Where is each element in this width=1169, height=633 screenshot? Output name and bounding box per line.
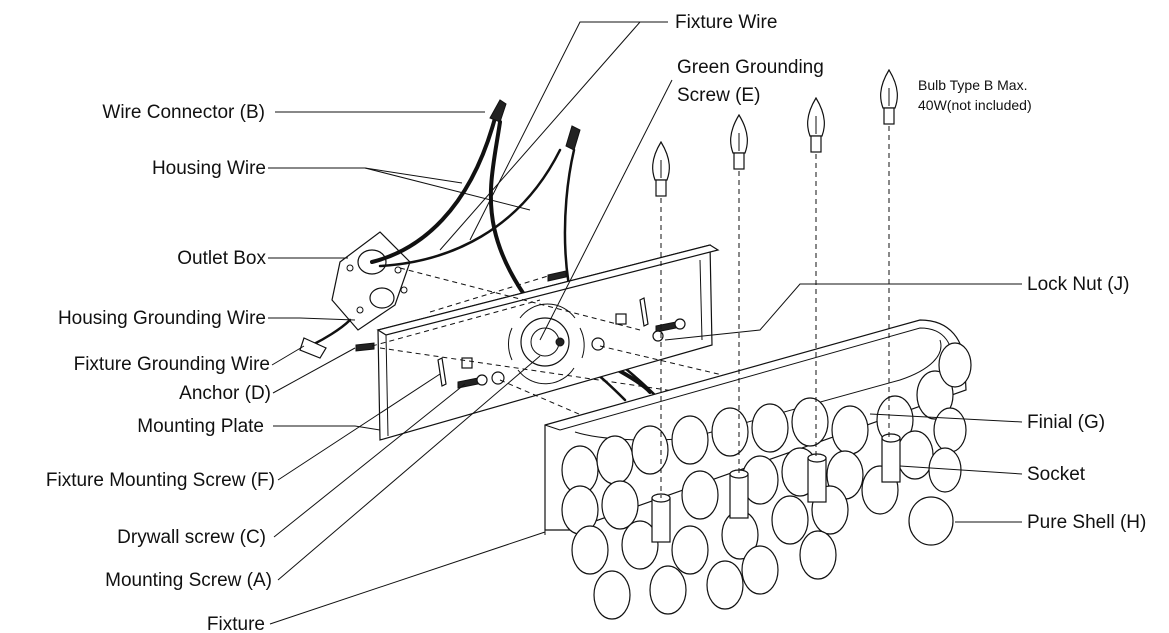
label-outlet-box: Outlet Box [177,248,266,269]
label-mounting-plate: Mounting Plate [137,416,264,437]
label-lock-nut: Lock Nut (J) [1027,274,1129,295]
sockets [651,433,901,543]
label-anchor: Anchor (D) [179,383,271,404]
bulb-2 [730,113,748,170]
label-green-grounding-line1: Green Grounding [677,57,824,78]
label-drywall-screw: Drywall screw (C) [117,527,266,548]
bulb-3 [807,96,825,153]
label-wire-connector: Wire Connector (B) [102,102,265,123]
label-fixture-wire: Fixture Wire [675,12,777,33]
label-bulb-line1: Bulb Type B Max. [918,77,1027,93]
label-bulb-line2: 40W(not included) [918,97,1032,113]
label-housing-wire: Housing Wire [152,158,266,179]
label-fixture-mounting-screw: Fixture Mounting Screw (F) [46,470,275,491]
label-socket: Socket [1027,464,1086,485]
label-mounting-screw: Mounting Screw (A) [105,570,272,591]
label-green-grounding-line2: Screw (E) [677,85,760,106]
label-pure-shell: Pure Shell (H) [1027,512,1146,533]
leader-lines [268,21,1023,625]
label-fixture: Fixture [207,614,265,633]
label-fixture-grounding-wire: Fixture Grounding Wire [74,354,270,375]
outlet-box [331,231,411,331]
bulb-1 [652,140,670,197]
housing-wires [312,116,562,346]
labels: Fixture Wire Green Grounding Screw (E) B… [46,12,1146,633]
label-housing-grounding-wire: Housing Grounding Wire [58,308,266,329]
label-finial: Finial (G) [1027,412,1105,433]
wire-connectors [299,99,581,359]
bulbs [652,68,898,498]
bulb-4 [880,68,898,125]
mounting-plate [376,244,720,441]
